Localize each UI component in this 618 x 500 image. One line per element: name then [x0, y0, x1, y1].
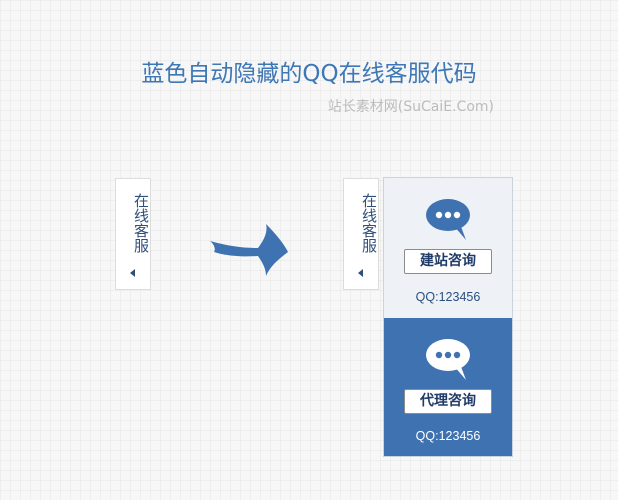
tab-label: 在线客服 [360, 193, 378, 253]
triangle-left-icon [130, 269, 135, 277]
arrow-right-icon [210, 224, 288, 276]
chat-bubble-icon [426, 199, 470, 240]
service-section-agent: 代理咨询 QQ:123456 [384, 318, 512, 456]
consult-website-button[interactable]: 建站咨询 [404, 249, 492, 274]
chat-bubble-icon [426, 339, 470, 380]
service-panel: 建站咨询 QQ:123456 代理咨询 QQ:123456 [383, 177, 513, 457]
triangle-left-icon [358, 269, 363, 277]
page-subtitle: 站长素材网(SuCaiE.Com) [327, 99, 494, 115]
qq-number: QQ:123456 [415, 290, 481, 304]
page-title: 蓝色自动隐藏的QQ在线客服代码 [141, 61, 477, 87]
qq-number: QQ:123456 [415, 429, 481, 443]
expanded-service-tab[interactable]: 在线客服 [343, 178, 379, 290]
service-section-website: 建站咨询 QQ:123456 [384, 178, 512, 318]
tab-label: 在线客服 [132, 193, 150, 253]
collapsed-service-tab[interactable]: 在线客服 [115, 178, 151, 290]
consult-agent-button[interactable]: 代理咨询 [404, 389, 492, 414]
